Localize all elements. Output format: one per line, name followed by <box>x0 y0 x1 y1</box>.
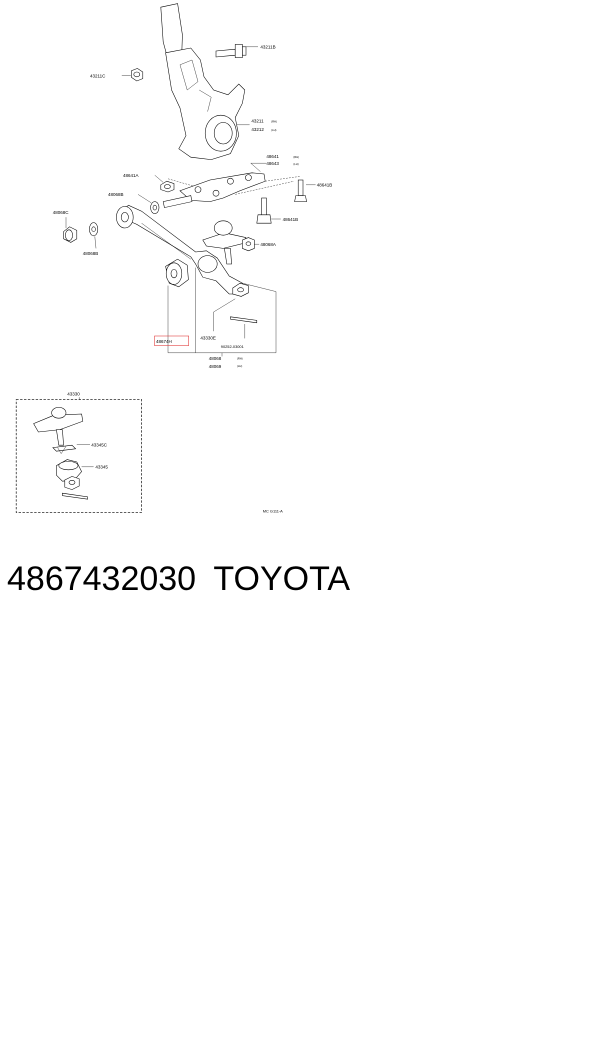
label-48068-rh: (RH) <box>237 356 243 360</box>
cotter-pin-90252[interactable] <box>230 316 258 324</box>
label-43212: 43212 <box>251 127 264 132</box>
cotter-pin-inset[interactable] <box>62 492 88 500</box>
lower-control-arm[interactable] <box>116 204 243 295</box>
bushing-48068c[interactable] <box>63 226 78 243</box>
washer-48068b-upper[interactable] <box>150 201 160 214</box>
castle-nut-43330e[interactable] <box>232 282 249 297</box>
washer-48068b-left[interactable] <box>89 222 99 237</box>
ball-joint-43330[interactable] <box>33 407 84 446</box>
label-48674h[interactable]: 48674H <box>156 339 172 344</box>
reference-code: MC G111-A <box>263 508 283 513</box>
highlight-box-48674h <box>154 335 189 346</box>
label-48069: 48069 <box>209 364 222 369</box>
footer-part-number: 4867432030 <box>7 560 197 598</box>
label-43211b: 43211B <box>260 45 275 50</box>
label-48069-lh: (LH) <box>237 364 242 368</box>
nut-43211c[interactable] <box>131 68 144 82</box>
label-43330: 43330 <box>67 391 80 396</box>
label-43211-rh: (RH) <box>271 119 277 123</box>
footer: 4867432030 TOYOTA <box>0 560 360 610</box>
bushing-48674h[interactable] <box>165 258 189 288</box>
label-48641a: 48641A <box>123 173 139 178</box>
label-48068a: 48068A <box>260 242 276 247</box>
bolt-long-upper[interactable] <box>162 195 193 208</box>
nut-48641a[interactable] <box>160 180 175 193</box>
label-43211: 43211 <box>251 118 264 123</box>
label-43212-lh: (LH) <box>271 128 276 132</box>
label-48641b-lower: 48641B <box>283 217 299 222</box>
bolt-48641b-upper[interactable] <box>294 179 307 202</box>
nut-48068a[interactable] <box>242 237 255 252</box>
label-48641-rh: (RH) <box>293 155 299 159</box>
label-48643: 48643 <box>266 161 279 166</box>
bolt-43211b[interactable] <box>215 44 247 58</box>
label-48068b-left: 48068B <box>83 251 99 256</box>
castle-nut-inset[interactable] <box>64 476 80 490</box>
suspension-member-bracket[interactable] <box>179 172 266 202</box>
parts-exploded-diagram: 43211B 43211C 43211 (RH) 43212 (LH) 4864… <box>15 3 333 513</box>
label-48068c: 48068C <box>53 210 70 215</box>
label-43330e: 43330E <box>200 336 216 341</box>
clip-43345c[interactable] <box>52 444 77 454</box>
dust-boot-43345[interactable] <box>56 459 82 482</box>
steering-knuckle[interactable] <box>160 3 246 160</box>
label-43345: 43345 <box>95 465 108 470</box>
label-48068b-upper: 48068B <box>108 192 124 197</box>
label-48068: 48068 <box>209 356 222 361</box>
inset-ball-joint-box <box>15 399 142 513</box>
footer-brand: TOYOTA <box>213 560 350 598</box>
bolt-48641b-lower[interactable] <box>256 197 272 224</box>
label-43211c: 43211C <box>90 73 106 78</box>
label-48643-lh: (LH) <box>293 162 298 166</box>
label-43345c: 43345C <box>91 442 108 447</box>
label-48641b-upper: 48641B <box>317 183 333 188</box>
label-90252-03001: 90252-03001 <box>221 344 244 349</box>
label-48641: 48641 <box>266 154 279 159</box>
